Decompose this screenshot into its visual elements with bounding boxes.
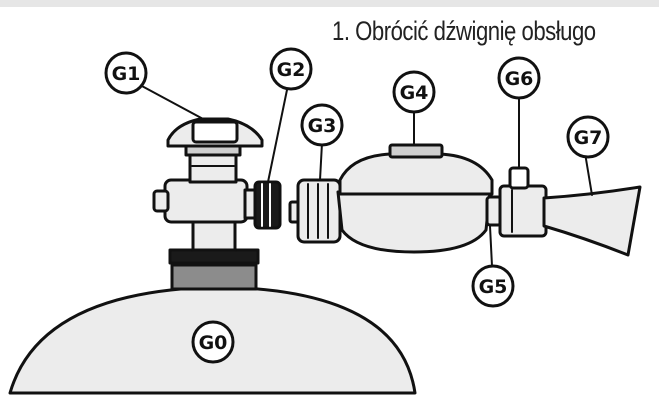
label-circle-g2 (269, 47, 313, 91)
label-g2: G2 (277, 59, 306, 81)
label-g3: G3 (308, 115, 337, 137)
regulator-cap (338, 152, 494, 196)
leader-line-g7 (584, 152, 593, 196)
label-circle-g5 (471, 264, 515, 308)
regulator-bowl (336, 190, 492, 254)
label-g4: G4 (400, 82, 429, 104)
valve-outlet-thread (253, 180, 282, 230)
valve-base-ring (168, 248, 260, 265)
label-g6: G6 (505, 68, 534, 90)
label-g7: G7 (574, 127, 603, 149)
leader-line-g5 (489, 225, 493, 267)
leader-line-g1 (139, 84, 206, 121)
label-circle-g0 (191, 320, 235, 364)
regulator-top-knob (388, 143, 444, 159)
instruction-step: 1. Obrócić dźwignię obsługo (332, 16, 596, 47)
valve-body (163, 178, 249, 224)
label-circle-g7 (566, 115, 610, 159)
leader-line-g2 (267, 84, 289, 183)
label-circle-g6 (497, 56, 541, 100)
hose-clamp (498, 184, 548, 238)
label-g0: G0 (199, 332, 228, 354)
valve-side-nub (152, 189, 170, 213)
step-number: 1. (332, 16, 350, 46)
cylinder-collar (170, 263, 258, 291)
hose-clamp-screw (508, 166, 530, 190)
label-circle-g4 (392, 70, 436, 114)
label-g1: G1 (112, 63, 141, 85)
top-border-band (0, 0, 659, 7)
label-g5: G5 (479, 276, 508, 298)
leader-line-g3 (319, 142, 323, 181)
label-circle-g1 (104, 51, 148, 95)
handwheel-cap (191, 120, 239, 144)
gas-hose (542, 185, 642, 257)
label-circle-g3 (300, 103, 344, 147)
step-text: Obrócić dźwignię obsługo (355, 16, 596, 46)
